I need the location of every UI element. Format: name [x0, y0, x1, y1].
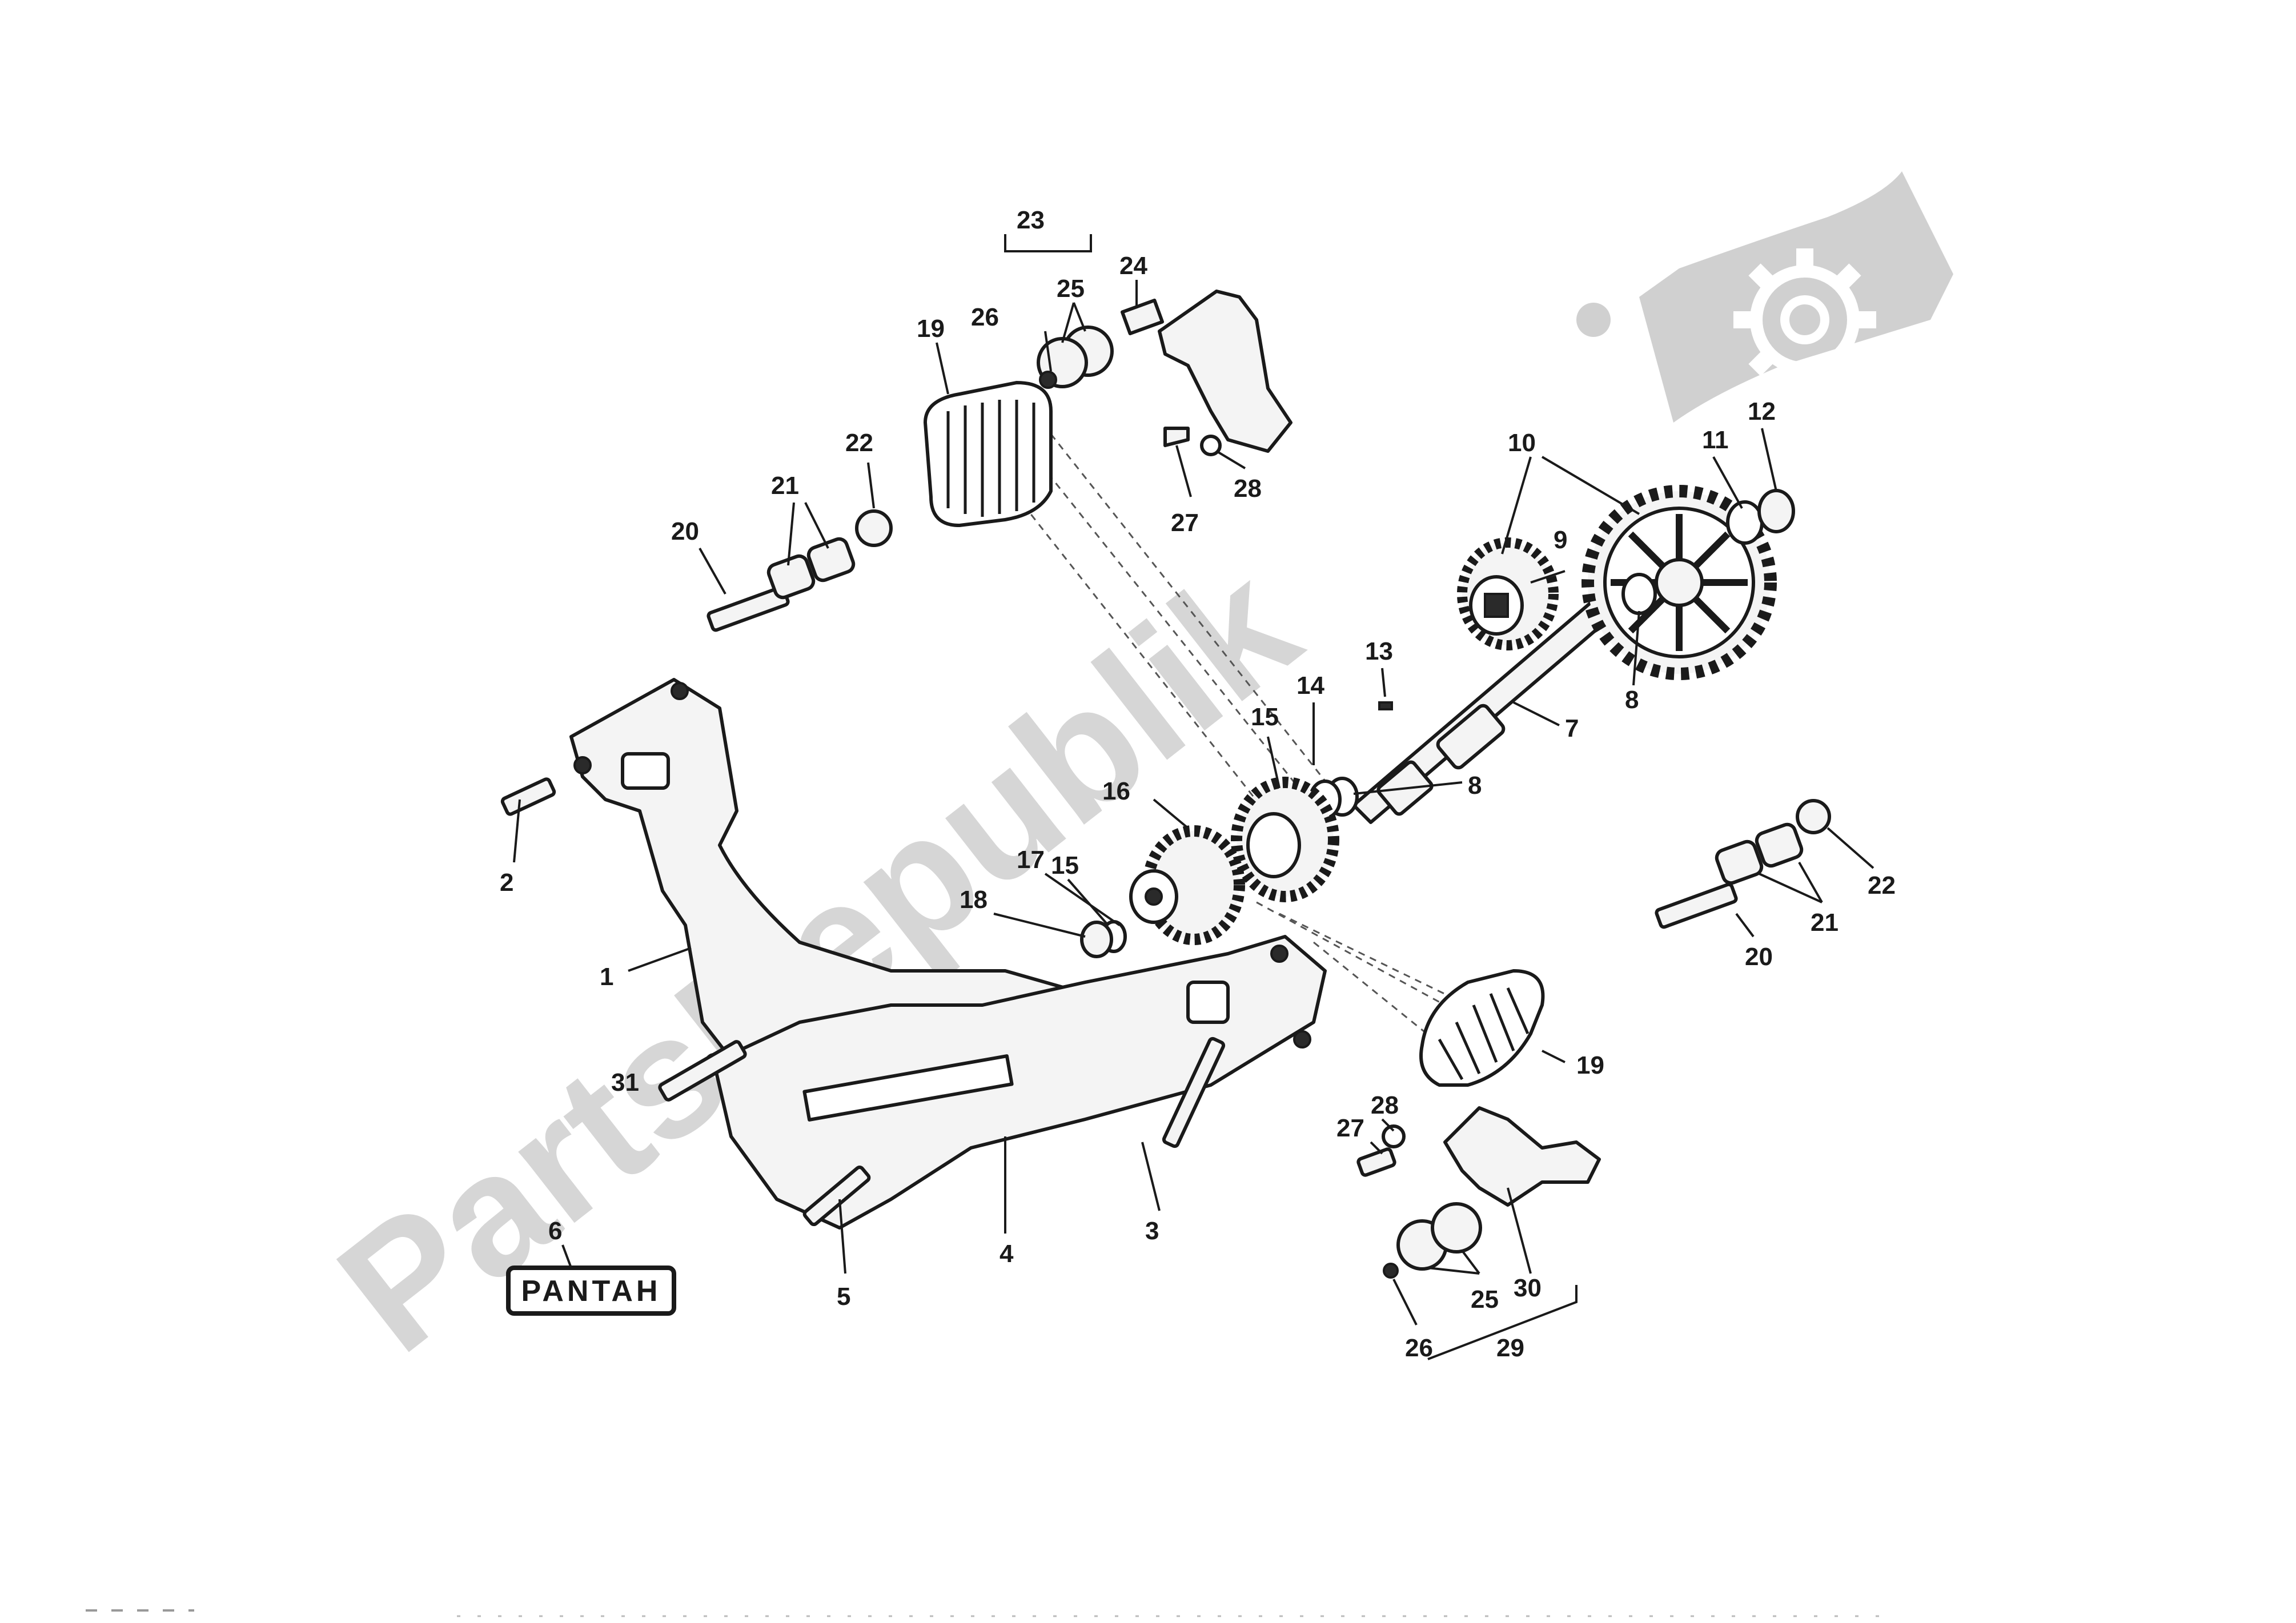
callout-30: 30 [1514, 1274, 1542, 1302]
callout-13: 13 [1365, 637, 1393, 665]
right-roller-bearing-2 [1755, 822, 1804, 868]
callout-15-lower: 15 [1051, 851, 1079, 879]
lower-tensioner [1356, 1106, 1601, 1279]
callout-21-left: 21 [771, 472, 799, 500]
left-roller-bearing-2 [806, 537, 856, 582]
callout-5: 5 [837, 1283, 850, 1311]
callout-8-upper: 8 [1625, 686, 1639, 714]
scan-artifact-marks [86, 1609, 1885, 1617]
upper-circlip [1039, 371, 1057, 389]
callout-16: 16 [1102, 777, 1130, 805]
right-roller [1655, 799, 1831, 929]
callout-14: 14 [1296, 672, 1324, 700]
callout-28-upper: 28 [1234, 475, 1262, 503]
callout-3: 3 [1145, 1217, 1159, 1245]
callout-18: 18 [960, 886, 988, 914]
pulley-15-lower [1129, 825, 1245, 945]
callout-1: 1 [600, 963, 613, 991]
callout-7: 7 [1565, 714, 1579, 742]
watermark-dot [1576, 303, 1611, 337]
washer-8-upper [1621, 573, 1657, 615]
left-roller-bearing-1 [766, 554, 816, 600]
upper-tensioner-bolt [1163, 427, 1190, 447]
callout-31: 31 [611, 1068, 639, 1096]
callout-12: 12 [1748, 397, 1776, 425]
callout-19-lower: 19 [1576, 1051, 1604, 1079]
callout-23: 23 [1017, 206, 1045, 234]
screw-2 [500, 777, 556, 816]
callout-28-lower: 28 [1371, 1091, 1399, 1119]
callout-15-upper: 15 [1251, 703, 1279, 731]
callout-29: 29 [1496, 1334, 1524, 1362]
screw-5 [802, 1165, 871, 1227]
callout-labels: 1 2 3 4 5 6 7 8 8 9 10 11 12 13 14 15 15… [500, 206, 1896, 1362]
nut-18 [1080, 921, 1113, 958]
small-sprocket [1457, 537, 1559, 650]
callout-11: 11 [1702, 426, 1729, 454]
front-cover-logo-plate [1186, 981, 1230, 1024]
callout-24: 24 [1119, 252, 1147, 280]
leader-lines [513, 234, 1874, 1360]
tensioner-pin [1120, 298, 1165, 336]
pantah-badge: PANTAH [506, 1266, 676, 1316]
lower-bearing-2 [1431, 1202, 1482, 1254]
upper-washer [1200, 435, 1222, 456]
left-roller-spacer [855, 509, 893, 547]
spacer-12 [1757, 489, 1795, 533]
callout-19-upper: 19 [917, 315, 945, 343]
rear-belt-cover [569, 678, 1104, 1075]
callout-20-left: 20 [671, 517, 699, 545]
right-roller-bearing-1 [1715, 839, 1764, 885]
left-roller [707, 509, 893, 632]
timing-belt-upper [924, 381, 1053, 527]
large-gear [1581, 485, 1777, 680]
callout-25-upper: 25 [1057, 275, 1085, 303]
callout-20-right: 20 [1745, 943, 1773, 971]
callout-9: 9 [1554, 526, 1567, 554]
lower-tensioner-bolt [1356, 1147, 1396, 1177]
callout-27-upper: 27 [1171, 509, 1199, 537]
lower-washer [1382, 1124, 1406, 1148]
cover-slot [802, 1054, 1014, 1122]
key-13 [1378, 701, 1393, 710]
right-roller-bolt [1655, 882, 1738, 929]
callout-26-upper: 26 [971, 303, 999, 331]
cover-logo-plate [621, 752, 670, 790]
screw-31 [658, 1040, 747, 1102]
upper-tensioner [1037, 290, 1292, 456]
callout-6: 6 [548, 1217, 562, 1245]
callout-8-lower: 8 [1468, 772, 1482, 800]
washer-11 [1726, 500, 1764, 545]
right-roller-spacer [1796, 799, 1831, 834]
callout-10: 10 [1508, 429, 1536, 457]
callout-2: 2 [500, 869, 513, 897]
callout-21-right: 21 [1811, 909, 1839, 937]
pantah-badge-text: PANTAH [521, 1275, 661, 1308]
screw-3 [1162, 1037, 1226, 1148]
callout-22-left: 22 [845, 429, 873, 457]
callout-26-lower: 26 [1405, 1334, 1433, 1362]
callout-25-lower: 25 [1471, 1285, 1499, 1313]
pulley-15-upper [1231, 777, 1339, 902]
timing-belt-lower [1419, 969, 1545, 1087]
gear-icon [1733, 248, 1876, 391]
callout-22-right: 22 [1868, 871, 1896, 899]
callout-27-lower: 27 [1336, 1114, 1364, 1142]
callout-17: 17 [1017, 846, 1045, 874]
callout-4: 4 [1000, 1240, 1014, 1268]
lower-circlip [1383, 1263, 1399, 1279]
front-belt-cover [712, 935, 1327, 1230]
